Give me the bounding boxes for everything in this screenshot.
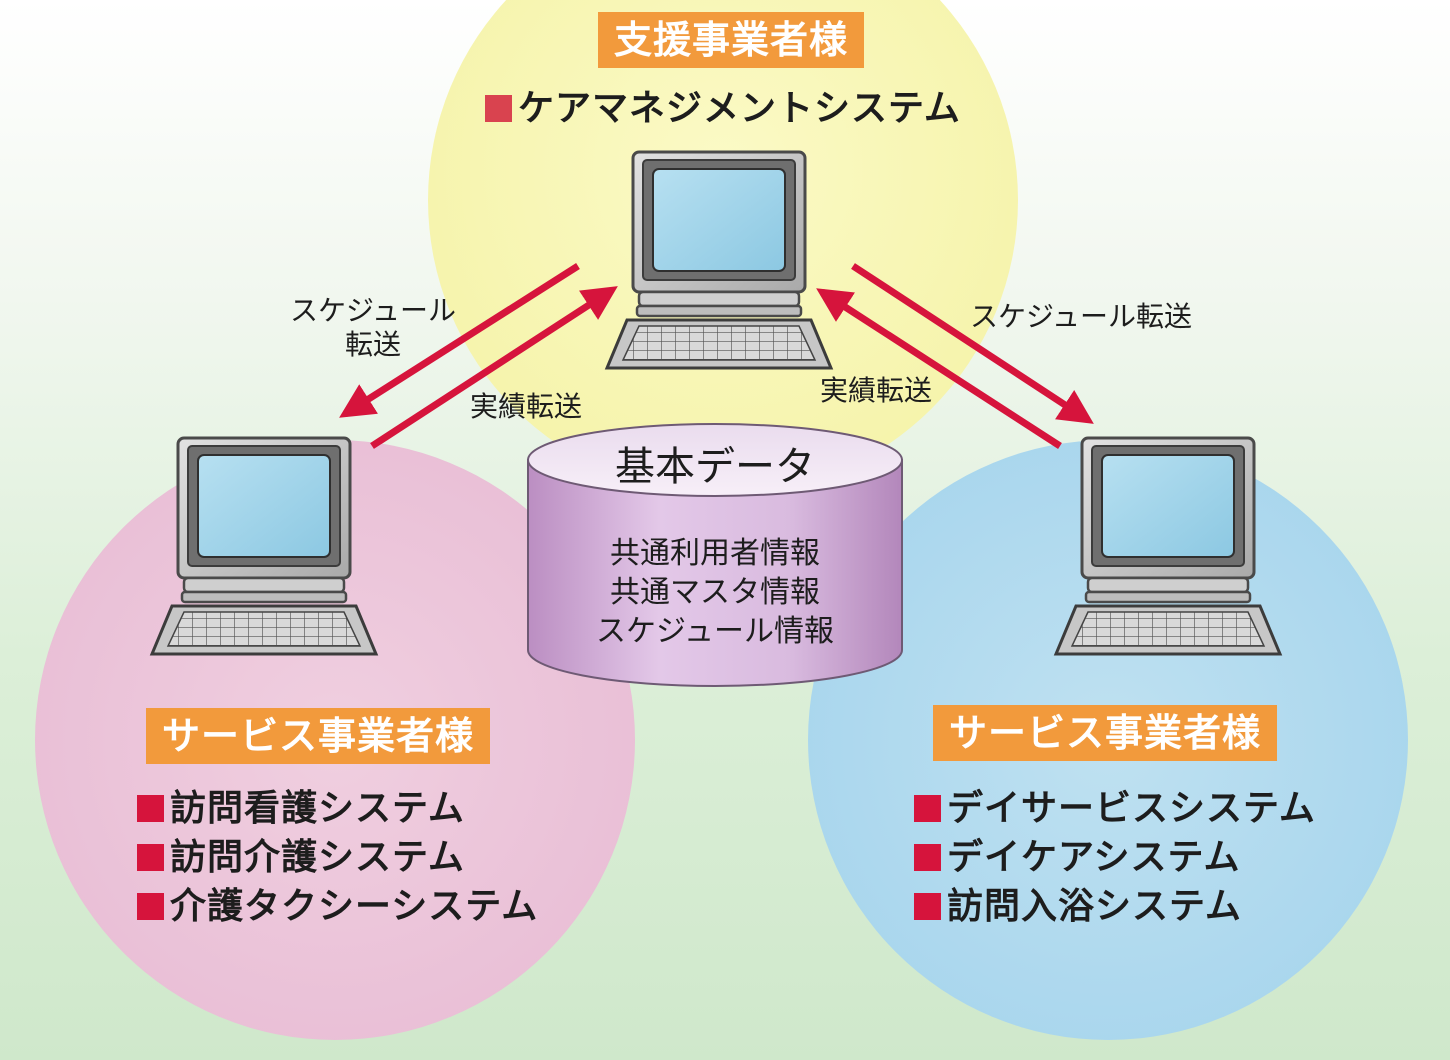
service-provider-left-header: サービス事業者様 [146, 708, 491, 764]
list-item: 介護タクシーシステム [137, 882, 538, 931]
right-schedule-arrow [851, 263, 1094, 424]
list-item: デイサービスシステム [914, 784, 1316, 833]
system-name: 介護タクシーシステム [170, 886, 539, 927]
database-title: 基本データ [615, 444, 815, 490]
system-name: 訪問看護システム [170, 788, 465, 829]
left-results-transfer-label: 実績転送 [470, 390, 583, 423]
service-provider-right-system-list: デイサービスシステム デイケアシステム 訪問入浴システム [914, 784, 1316, 931]
system-name: 訪問介護システム [170, 837, 465, 878]
red-square-bullet-icon [137, 844, 164, 871]
left-schedule-label-line2: 転送 [345, 328, 402, 361]
list-item: 訪問入浴システム [914, 882, 1316, 931]
support-provider-system-list: ケアマネジメントシステム [485, 84, 961, 133]
red-square-bullet-icon [914, 893, 941, 920]
list-item: 訪問看護システム [137, 784, 538, 833]
left-schedule-transfer-label: スケジュール 転送 [290, 294, 456, 362]
database-cylinder-icon [527, 423, 903, 687]
system-name: ケアマネジメントシステム [518, 88, 961, 129]
list-item: 訪問介護システム [137, 833, 538, 882]
left-schedule-label-line1: スケジュール [290, 294, 457, 327]
system-name: 訪問入浴システム [947, 886, 1242, 927]
database-item: 共通マスタ情報 [610, 575, 820, 610]
red-square-bullet-icon [914, 795, 941, 822]
database-item: スケジュール情報 [596, 614, 834, 649]
system-name: デイケアシステム [947, 837, 1241, 878]
right-schedule-transfer-label: スケジュール転送 [970, 300, 1193, 333]
left-results-arrow [370, 286, 618, 449]
right-results-transfer-label: 実績転送 [820, 374, 933, 407]
red-square-bullet-icon [914, 844, 941, 871]
support-provider-header: 支援事業者様 [598, 12, 865, 68]
left-schedule-arrow [339, 263, 580, 418]
service-provider-right-header: サービス事業者様 [933, 705, 1278, 761]
red-square-bullet-icon [485, 95, 512, 122]
red-square-bullet-icon [137, 795, 164, 822]
list-item: ケアマネジメントシステム [485, 84, 961, 133]
system-name: デイサービスシステム [947, 788, 1316, 829]
list-item: デイケアシステム [914, 833, 1316, 882]
database-item: 共通利用者情報 [610, 536, 820, 571]
right-results-arrow [816, 288, 1062, 449]
red-square-bullet-icon [137, 893, 164, 920]
service-provider-left-system-list: 訪問看護システム 訪問介護システム 介護タクシーシステム [137, 784, 538, 931]
